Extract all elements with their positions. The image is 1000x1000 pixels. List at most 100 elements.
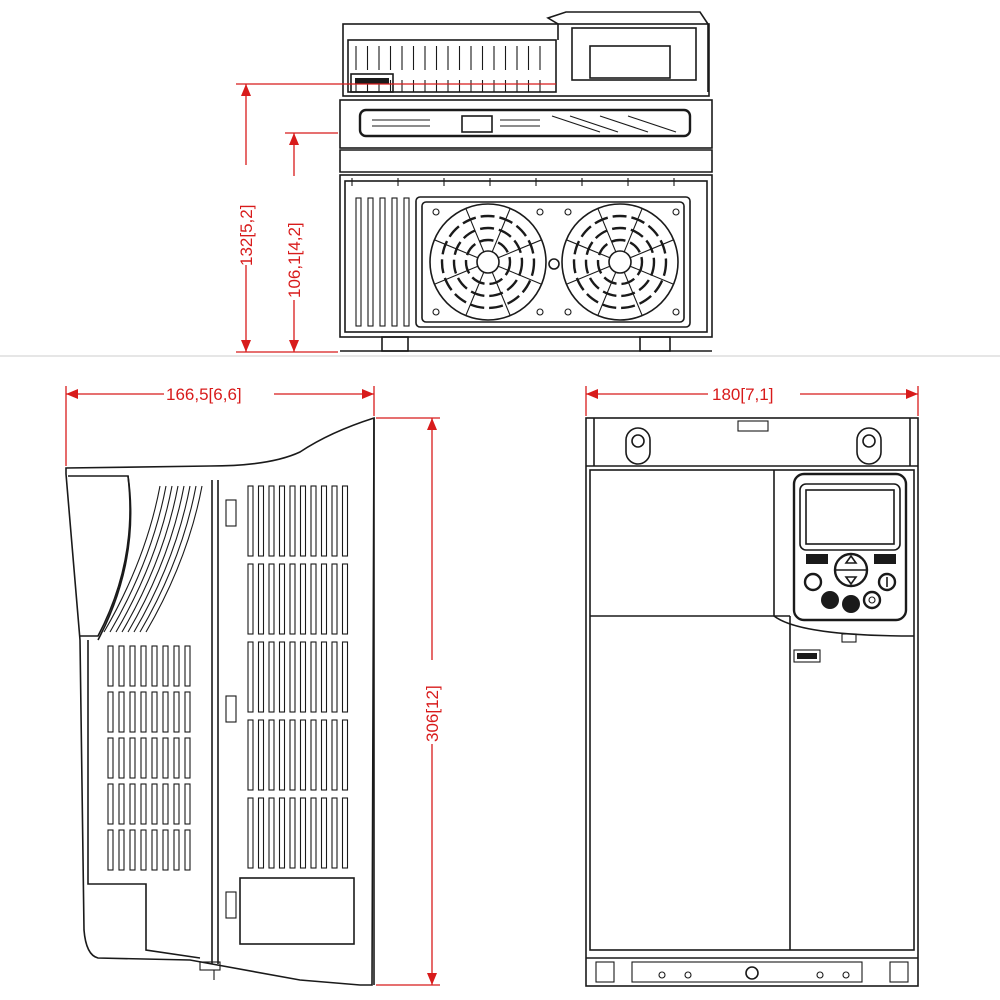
vent-slot xyxy=(107,645,114,687)
side-view-foot xyxy=(199,961,221,971)
dim-166-arrow-right xyxy=(362,389,374,399)
fan-guard-ring xyxy=(572,214,668,310)
top-view-connector xyxy=(350,73,394,93)
heatsink-fin xyxy=(367,197,374,327)
vent-slot xyxy=(140,829,147,871)
heatsink-fin xyxy=(355,197,362,327)
vent-slot xyxy=(184,783,191,825)
vent-slot xyxy=(162,645,169,687)
keypad-button-left[interactable] xyxy=(803,572,823,592)
vent-slot xyxy=(129,829,136,871)
fan-guard-spoke xyxy=(623,271,643,316)
down-arrow-icon[interactable] xyxy=(844,576,858,586)
vent-slot xyxy=(289,797,296,869)
fan-guard-outer xyxy=(429,203,547,321)
keypad-soft-key-right[interactable] xyxy=(874,554,896,564)
top-view-fan-frame-inner xyxy=(421,201,685,323)
dim-180-label: 180[7,1] xyxy=(712,385,773,404)
top-view-middle-body xyxy=(339,99,713,149)
louvre-slot xyxy=(145,485,203,633)
front-view-outline xyxy=(585,417,919,987)
fan-frame-screw xyxy=(536,308,544,316)
vent-slot xyxy=(310,641,317,713)
fan-guard-ring xyxy=(596,238,644,286)
top-view-fan-center-screw xyxy=(548,258,560,270)
louvre-slot xyxy=(109,485,167,633)
vent-slot xyxy=(162,737,169,779)
top-view-keypad-window xyxy=(589,45,671,79)
vent-slot xyxy=(310,797,317,869)
vent-slot xyxy=(118,645,125,687)
fan-guard-spoke xyxy=(465,208,485,253)
fan-left xyxy=(429,203,547,321)
vent-slot xyxy=(278,641,286,713)
airflow-slat xyxy=(551,115,601,133)
top-view-rear-vent-block xyxy=(347,39,557,93)
vent-slot xyxy=(151,691,158,733)
vent-slot xyxy=(184,829,191,871)
fan-guard-spoke xyxy=(597,208,617,253)
vent-slot xyxy=(299,563,307,635)
vent-slot xyxy=(310,563,317,635)
side-view-tab-2 xyxy=(225,695,237,723)
vent-slot xyxy=(247,797,254,869)
vent-slot xyxy=(129,737,136,779)
vent-slot xyxy=(278,797,286,869)
fan-frame-screw xyxy=(432,208,440,216)
keypad-nav-ring[interactable] xyxy=(833,552,869,588)
vent-slot xyxy=(107,783,114,825)
vent-slot xyxy=(107,737,114,779)
top-view-keypad-housing xyxy=(546,11,709,92)
fan-guard-spoke xyxy=(497,239,542,259)
vent-slot xyxy=(151,737,158,779)
dim-180-label-bg xyxy=(708,383,800,405)
dim-106-label: 106,1[4,2] xyxy=(285,222,304,298)
keypad-soft-key-left[interactable] xyxy=(806,554,828,564)
keypad-button-stop[interactable] xyxy=(862,590,882,610)
keypad-button-direction[interactable] xyxy=(842,595,860,613)
side-view-label-plate xyxy=(239,877,355,945)
dim-306-arrow-top xyxy=(427,418,437,430)
side-view-tab-1 xyxy=(225,499,237,527)
dim-106-arrow-bottom xyxy=(289,340,299,352)
vent-slot xyxy=(341,797,349,869)
vent-slot xyxy=(107,829,114,871)
fan-guard-ring xyxy=(464,238,512,286)
front-view-cable-clip xyxy=(841,633,857,643)
vent-slot xyxy=(268,641,275,713)
vent-slot xyxy=(173,737,180,779)
fan-guard-spoke xyxy=(623,208,643,253)
fan-guard-spoke xyxy=(497,265,542,285)
vent-slot xyxy=(184,737,191,779)
vent-slot xyxy=(118,691,125,733)
vent-slot xyxy=(299,797,307,869)
vent-slot xyxy=(118,737,125,779)
fan-frame-screw xyxy=(672,208,680,216)
keypad-button-jog[interactable] xyxy=(821,591,839,609)
dim-106-arrow-top xyxy=(289,133,299,145)
dim-132-arrow-bottom xyxy=(241,340,251,352)
vent-slot xyxy=(140,691,147,733)
louvre-slot xyxy=(127,485,185,633)
vent-slot xyxy=(331,485,338,557)
vent-slot xyxy=(320,641,328,713)
top-view-rear-housing xyxy=(342,23,710,97)
vent-slot xyxy=(247,563,254,635)
up-arrow-icon[interactable] xyxy=(844,554,858,564)
keypad-button-start[interactable] xyxy=(877,572,897,592)
vent-slot xyxy=(247,485,254,557)
fan-guard-spoke xyxy=(434,265,479,285)
top-view: 132[5,2] 106,1[4,2] xyxy=(236,11,713,353)
top-view-fan-frame xyxy=(415,196,691,328)
fan-guard-spoke xyxy=(629,239,674,259)
fan-hub xyxy=(476,250,500,274)
fan-guard-spoke xyxy=(629,265,674,285)
top-view-foot-right xyxy=(639,336,671,352)
vent-slot xyxy=(107,691,114,733)
airflow-slat xyxy=(569,115,619,133)
top-view-heatsink-body xyxy=(339,174,713,338)
vent-slot xyxy=(173,691,180,733)
vent-slot xyxy=(310,485,317,557)
vent-slot xyxy=(320,485,328,557)
louvre-slot xyxy=(115,485,173,633)
